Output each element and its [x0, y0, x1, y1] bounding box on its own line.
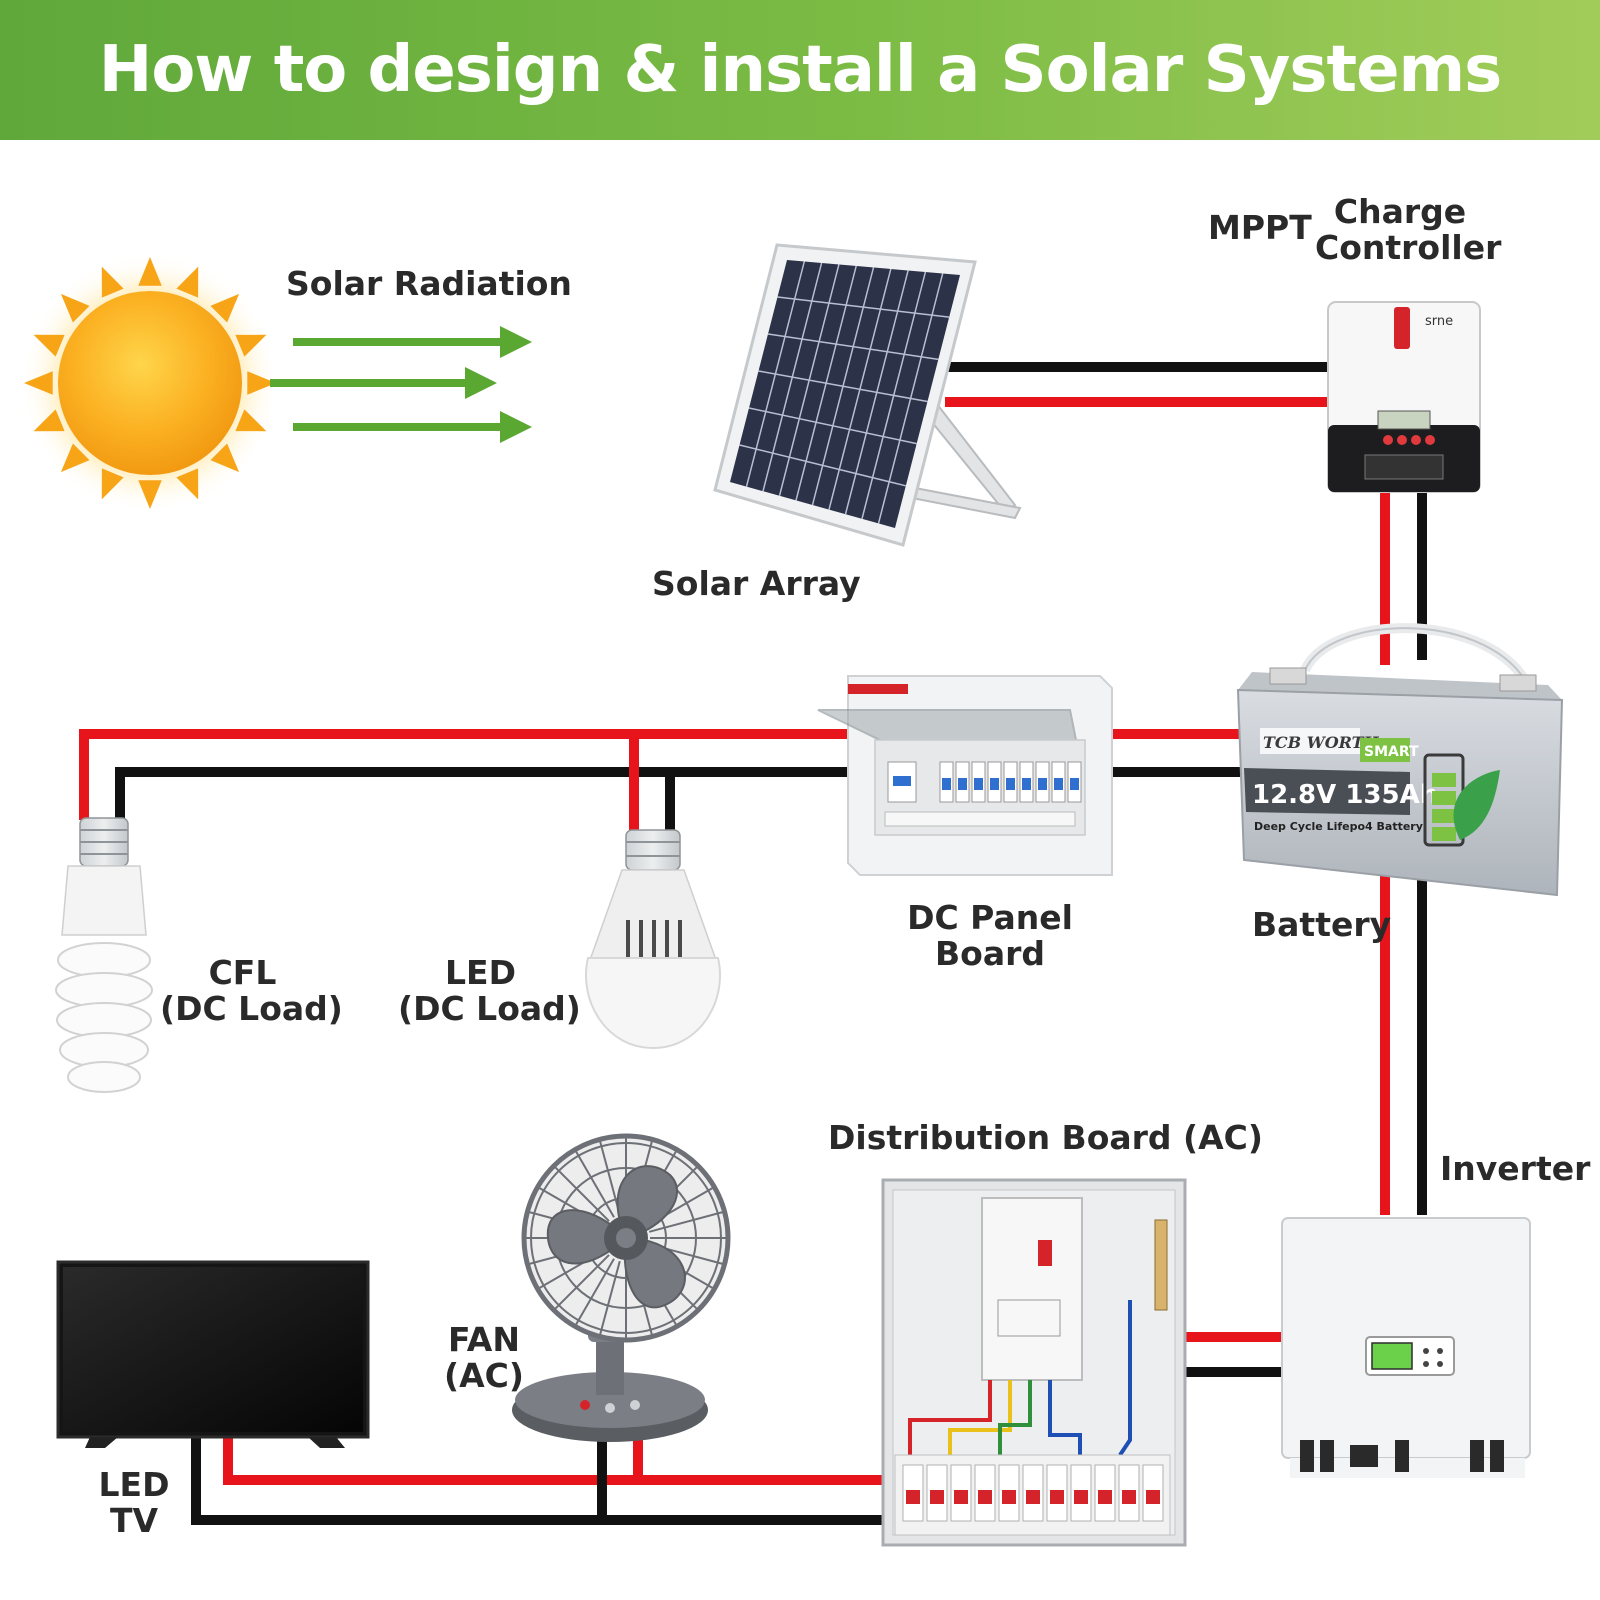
- sun-ray: [235, 409, 267, 432]
- breaker-switch: [990, 778, 999, 790]
- wire-ac-loads-negative: [191, 1430, 885, 1525]
- label-distribution-board: Distribution Board (AC): [828, 1118, 1263, 1157]
- breaker-switch: [930, 1490, 944, 1504]
- breaker-switch: [942, 778, 951, 790]
- sun-ray: [210, 443, 240, 473]
- breaker-switch: [1122, 1490, 1136, 1504]
- solar-panel-icon: [713, 243, 1022, 547]
- sun-ray: [138, 480, 162, 509]
- fan-guard-spoke: [554, 1254, 610, 1310]
- battery-smart: SMART: [1364, 744, 1419, 760]
- sun-ray: [101, 266, 124, 298]
- label-cfl: CFL (DC Load): [160, 953, 343, 1028]
- breaker-switch: [1098, 1490, 1112, 1504]
- sun-ray: [33, 334, 65, 357]
- page-title: How to design & install a Solar Systems: [98, 33, 1503, 107]
- charge-controller-icon: srne: [1327, 301, 1481, 493]
- breaker-switch: [1002, 1490, 1016, 1504]
- label-charge-controller: Charge Controller: [1315, 192, 1502, 267]
- fan-guard-spoke: [554, 1166, 610, 1222]
- title-banner: How to design & install a Solar Systems: [0, 0, 1600, 140]
- breaker-switch: [1006, 778, 1015, 790]
- sun-ray: [101, 468, 124, 500]
- dc-panel-board-icon: [817, 675, 1113, 876]
- fan-guard-spoke: [648, 1211, 723, 1233]
- wiring: [79, 362, 1427, 1525]
- label-dc-panel-board: DC Panel Board: [907, 898, 1073, 973]
- breaker-switch: [958, 778, 967, 790]
- sun-ray: [176, 266, 199, 298]
- distribution-board-icon: [881, 1178, 1187, 1547]
- breaker-switch: [1022, 778, 1031, 790]
- radiation-arrow-icon: [270, 367, 497, 399]
- breaker-switch: [954, 1490, 968, 1504]
- sun-ray: [210, 293, 240, 323]
- sun-ray: [176, 468, 199, 500]
- cfl-bulb-icon: [55, 817, 153, 1093]
- battery-icon: TCB WORTH SMART 12.8V 135Ah Deep Cycle L…: [1236, 623, 1564, 897]
- breaker-switch: [1026, 1490, 1040, 1504]
- wire-dc-loads-negative: [115, 767, 850, 825]
- sun-ray: [138, 257, 162, 286]
- panel-cell-line: [767, 333, 939, 361]
- label-solar-radiation: Solar Radiation: [286, 264, 572, 303]
- sun-ray: [60, 443, 90, 473]
- controller-brand: srne: [1425, 314, 1453, 329]
- sun-ray: [247, 371, 276, 395]
- breaker-switch: [978, 1490, 992, 1504]
- fan-guard-spoke: [599, 1260, 621, 1335]
- wire-ac-loads-positive: [223, 1430, 885, 1485]
- label-fan: FAN (AC): [444, 1320, 524, 1395]
- breaker-switch: [1038, 778, 1047, 790]
- breaker-switch: [974, 778, 983, 790]
- sun-ray: [33, 409, 65, 432]
- label-led: LED (DC Load): [398, 953, 581, 1028]
- panel-cell-line: [748, 407, 917, 445]
- battery-brand: TCB WORTH: [1263, 733, 1380, 752]
- label-mppt: MPPT: [1208, 208, 1312, 247]
- radiation-arrows: [270, 326, 532, 443]
- wire-dc-loads-positive: [79, 729, 850, 820]
- radiation-arrow-icon: [293, 411, 532, 443]
- breaker-switch: [1074, 1490, 1088, 1504]
- battery-rating: 12.8V 135Ah: [1252, 780, 1438, 810]
- battery-type: Deep Cycle Lifepo4 Battery: [1254, 820, 1423, 833]
- breaker-switch: [1054, 778, 1063, 790]
- label-led-tv: LED TV: [98, 1465, 170, 1540]
- breaker-switch: [1050, 1490, 1064, 1504]
- label-solar-array: Solar Array: [652, 564, 861, 603]
- tv-icon: [56, 1260, 370, 1448]
- fan-guard-spoke: [599, 1141, 621, 1216]
- breaker-switch: [893, 776, 911, 786]
- fan-guard-spoke: [575, 1150, 615, 1218]
- label-inverter: Inverter: [1440, 1149, 1591, 1188]
- breaker-switch: [1070, 778, 1079, 790]
- radiation-arrow-icon: [293, 326, 532, 358]
- sun-ray: [60, 293, 90, 323]
- breaker-switch: [1146, 1490, 1160, 1504]
- sun-icon: [20, 253, 280, 513]
- panel-cell-line: [758, 370, 928, 403]
- inverter-icon: [1281, 1217, 1531, 1478]
- panel-cell-line: [777, 296, 950, 318]
- sun-ray: [235, 334, 267, 357]
- breaker-switch: [906, 1490, 920, 1504]
- panel-cell-line: [739, 444, 907, 487]
- fan-guard-spoke: [575, 1258, 615, 1326]
- fan-icon: [512, 1133, 731, 1442]
- sun-ray: [24, 371, 53, 395]
- label-battery: Battery: [1252, 905, 1392, 944]
- led-bulb-icon: [585, 829, 721, 1050]
